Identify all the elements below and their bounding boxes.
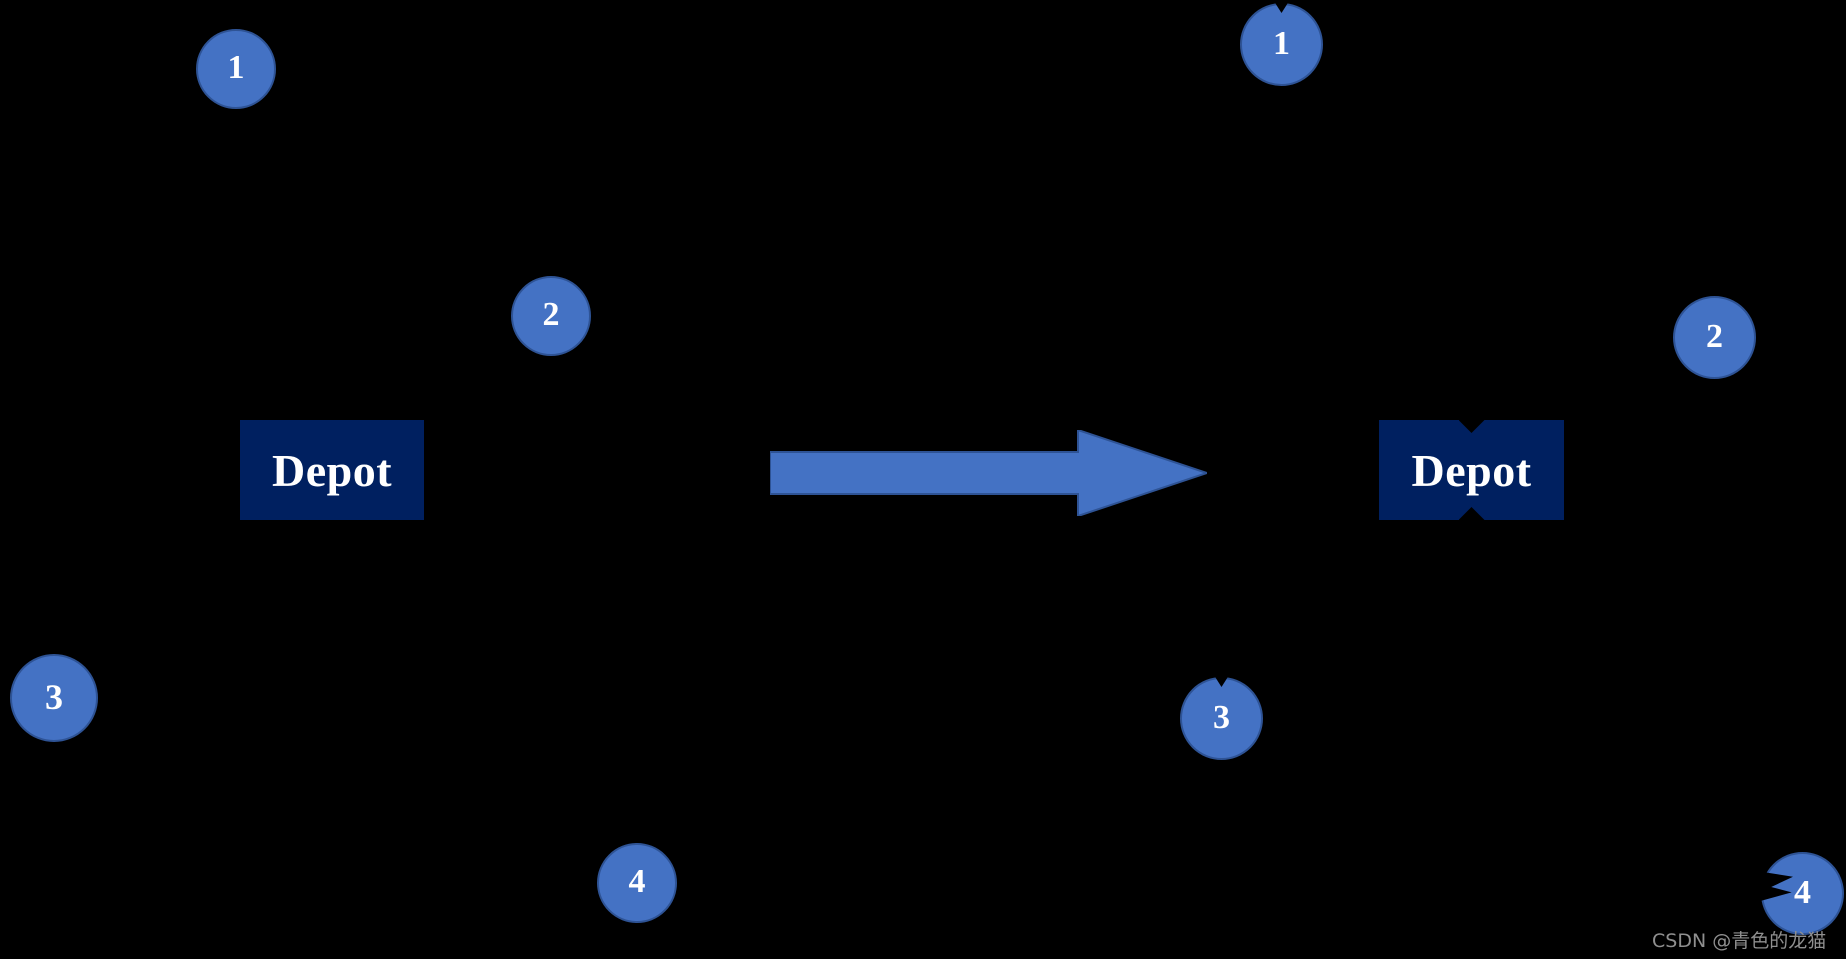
customer-node-left-1: 1 xyxy=(196,29,276,109)
customer-node-label: 1 xyxy=(1273,24,1290,62)
customer-node-left-2: 2 xyxy=(511,276,591,356)
depot-box-left: Depot xyxy=(240,420,424,520)
customer-node-right-2: 2 xyxy=(1673,296,1756,379)
arrow-right-icon xyxy=(770,430,1207,516)
arrow-right-shape xyxy=(770,430,1207,516)
transform-arrow xyxy=(770,430,1207,516)
customer-node-label: 3 xyxy=(1213,698,1230,736)
customer-node-right-3: 3 xyxy=(1180,677,1263,760)
customer-node-left-4: 4 xyxy=(597,843,677,923)
customer-node-left-3: 3 xyxy=(10,654,98,742)
customer-node-label: 4 xyxy=(1794,873,1811,911)
customer-node-label: 2 xyxy=(1706,317,1723,355)
customer-node-right-4: 4 xyxy=(1761,852,1844,935)
csdn-watermark: CSDN @青色的龙猫 xyxy=(1652,930,1827,952)
customer-node-label: 1 xyxy=(227,49,245,86)
customer-node-label: 3 xyxy=(45,677,63,717)
customer-node-label: 4 xyxy=(628,863,646,900)
customer-node-right-1: 1 xyxy=(1240,3,1323,86)
depot-box-right: Depot xyxy=(1379,420,1564,520)
customer-node-label: 2 xyxy=(542,296,560,333)
